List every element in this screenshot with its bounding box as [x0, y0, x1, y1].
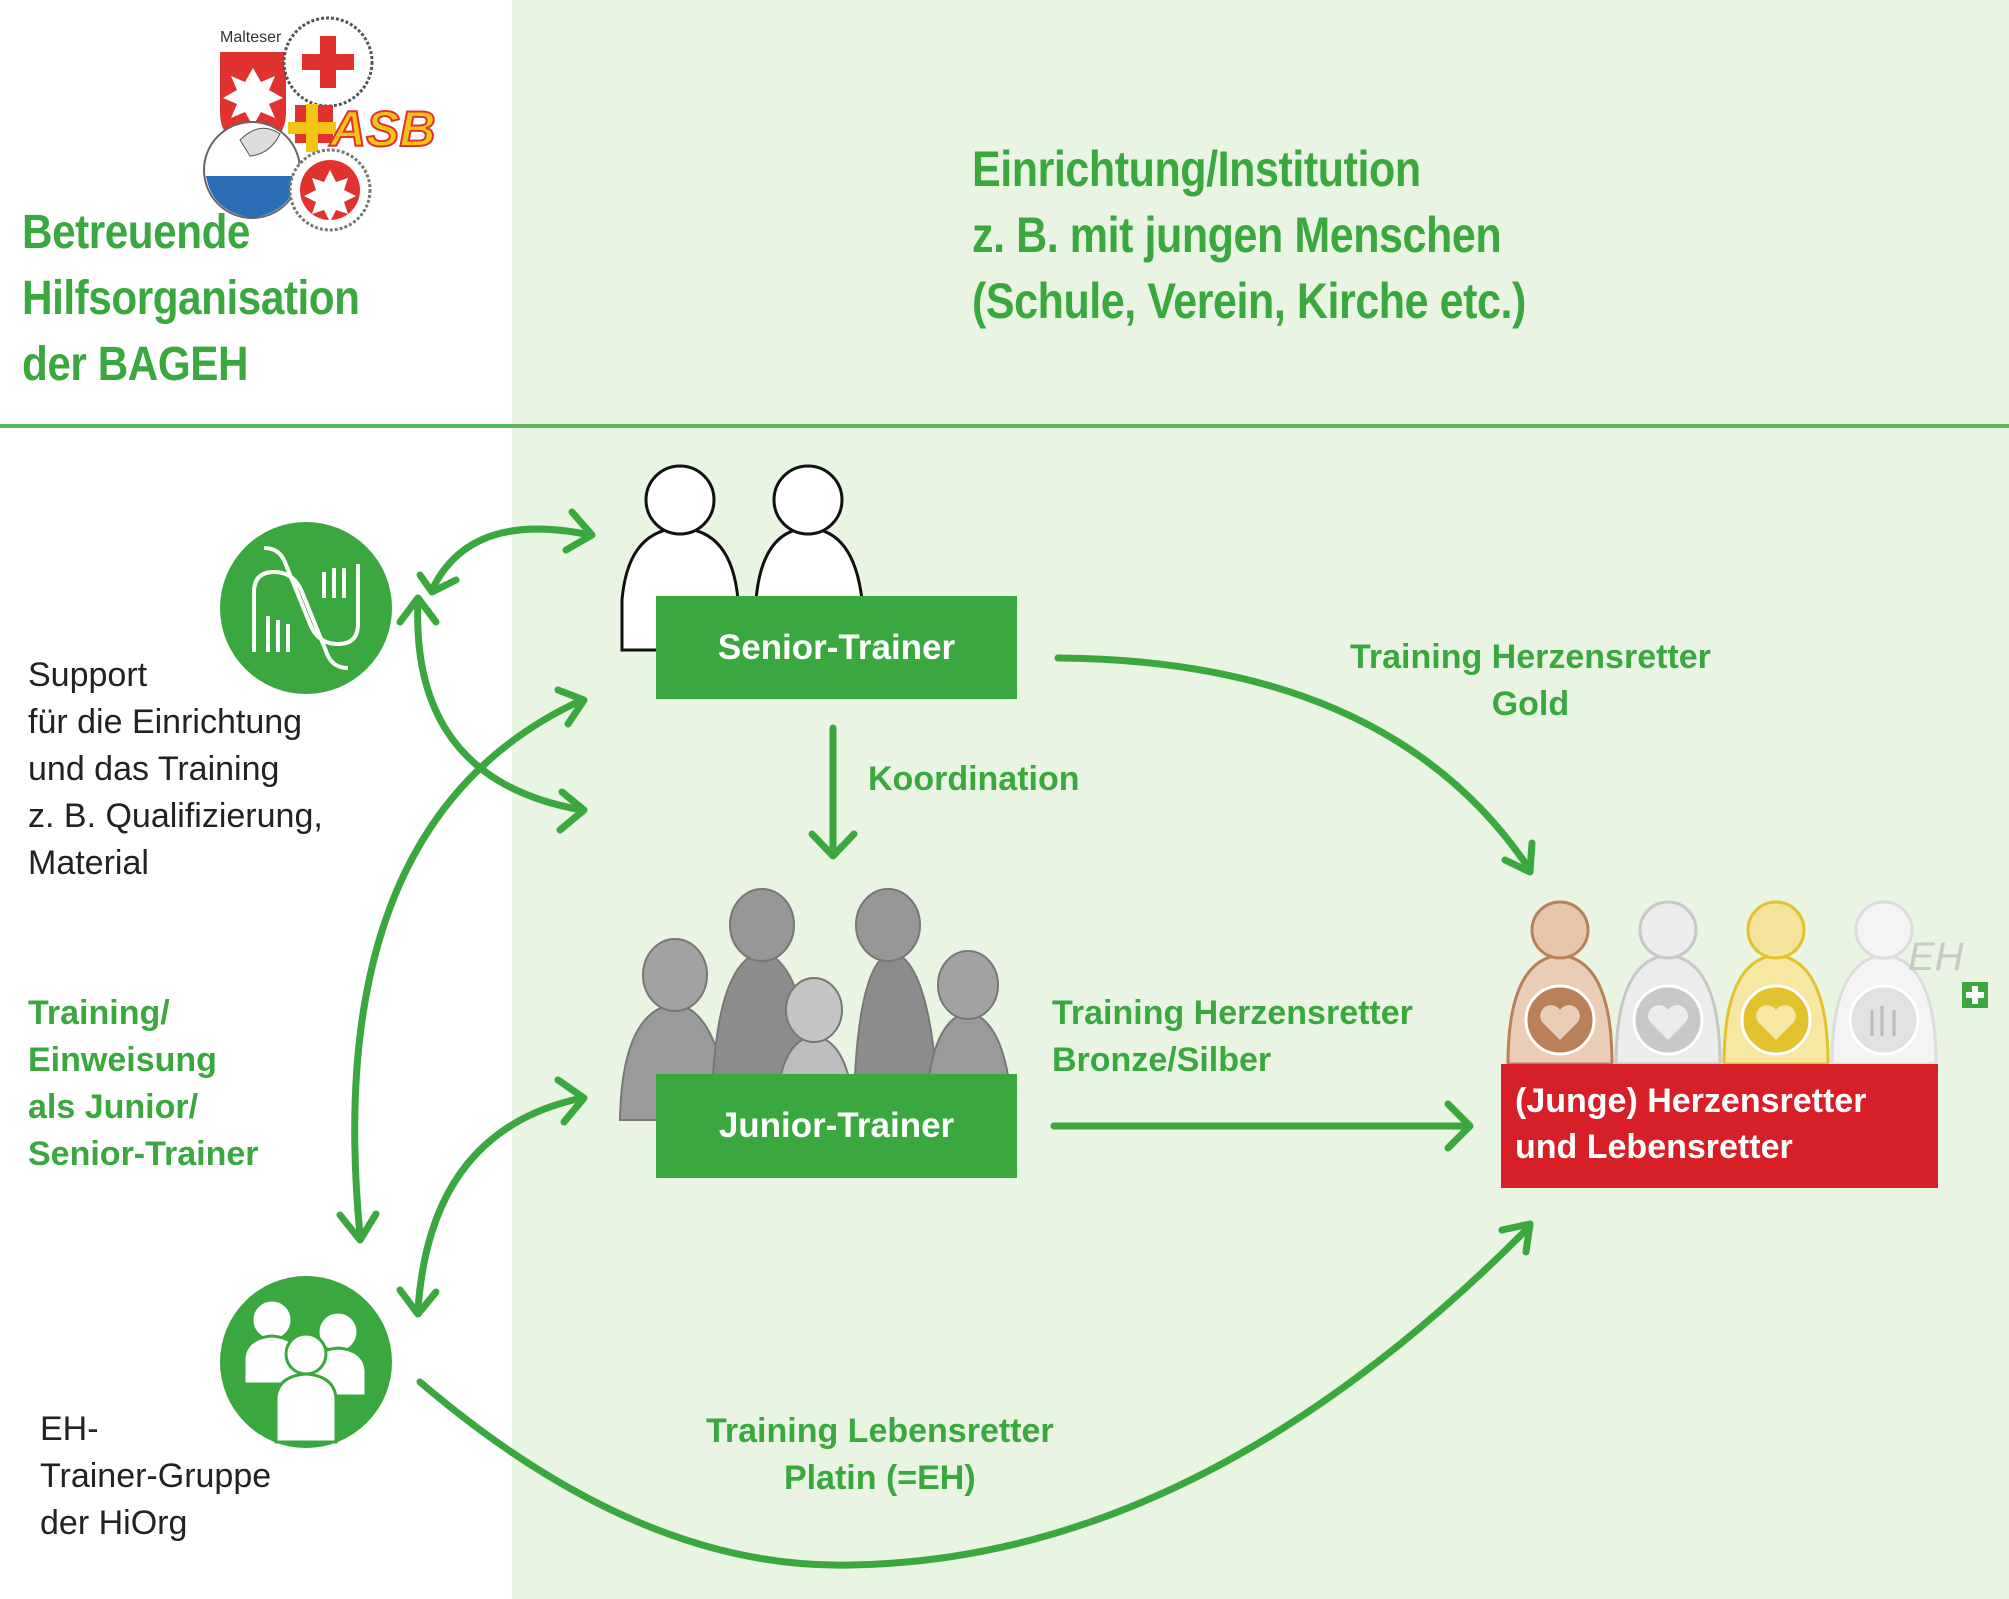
edge-label-line: Gold	[1491, 685, 1570, 723]
edge-label-line: Platin (=EH)	[783, 1459, 976, 1497]
institution-title-line: (Schule, Verein, Kirche etc.)	[972, 273, 1526, 329]
institution-title-line: Einrichtung/Institution	[972, 141, 1421, 197]
arrowhead	[556, 788, 588, 834]
eh-group-line: der HiOrg	[40, 1504, 188, 1542]
person-head-icon	[729, 888, 795, 962]
support-line: für die Einrichtung	[28, 703, 303, 741]
svg-text:ASB: ASB	[328, 101, 436, 157]
arrowhead	[562, 508, 596, 554]
asb-logo: ASB	[288, 100, 437, 158]
arrowhead	[416, 571, 460, 596]
arrowhead	[336, 1210, 380, 1244]
silver-badge-icon	[1614, 900, 1722, 1066]
person-head-icon	[937, 950, 999, 1020]
training-platin-label: Training Lebensretter Platin (=EH)	[706, 1408, 1054, 1502]
arrow-eh-junior	[414, 1094, 586, 1314]
dlrg-logo	[203, 121, 301, 219]
herzensretter-lebensretter-node: (Junge) Herzensretter und Lebensretter	[1501, 1064, 1938, 1188]
arrowhead	[554, 1076, 588, 1126]
eh-mark: EH	[1908, 935, 1964, 979]
malteser-caption: Malteser	[220, 29, 282, 46]
edge-label-line: Training Herzensretter	[1052, 994, 1413, 1032]
person-head-icon	[644, 464, 716, 536]
organization-title-line: der BAGEH	[22, 338, 249, 391]
hilfsorganisation-logos: Malteser ASB	[203, 16, 437, 232]
person-head-icon	[642, 938, 708, 1012]
koordination-text: Koordination	[868, 760, 1080, 798]
arrowhead	[1444, 1100, 1474, 1152]
institution-title: Einrichtung/Institution z. B. mit jungen…	[972, 136, 1526, 334]
arrowhead	[808, 830, 858, 860]
person-head-icon	[772, 464, 844, 536]
support-description: Support für die Einrichtung und das Trai…	[28, 652, 323, 887]
institution-panel	[512, 0, 2009, 1599]
support-line: Material	[28, 844, 149, 882]
senior-trainer-label: Senior-Trainer	[717, 627, 956, 667]
support-line: und das Training	[28, 750, 280, 788]
eh-group-description: EH- Trainer-Gruppe der HiOrg	[40, 1406, 271, 1547]
eh-group-line: Trainer-Gruppe	[40, 1457, 272, 1495]
training-einweisung-label: Training/ Einweisung als Junior/ Senior-…	[28, 990, 259, 1178]
eh-group-line: EH-	[40, 1410, 99, 1448]
helping-hands-icon	[220, 522, 392, 694]
training-label-line: Training/	[28, 994, 170, 1032]
junior-trainer-node: Junior-Trainer	[656, 1074, 1017, 1178]
arrow-gold	[1054, 654, 1534, 874]
senior-trainer-node: Senior-Trainer	[656, 596, 1017, 699]
platin-badge-icon	[1830, 900, 1938, 1066]
johanniter-logo	[288, 148, 372, 232]
group-icon	[220, 1276, 392, 1448]
arrowhead	[554, 686, 588, 728]
junior-trainer-label: Junior-Trainer	[718, 1106, 955, 1145]
organization-title-line: Hilfsorganisation	[22, 272, 360, 325]
person-head-icon	[785, 977, 843, 1043]
arrow-support-senior	[428, 525, 594, 594]
arrowhead	[396, 1286, 440, 1318]
arrowhead	[396, 594, 440, 626]
training-label-line: als Junior/	[28, 1088, 199, 1126]
arrowhead	[1501, 839, 1536, 876]
training-bronze-silber-label: Training Herzensretter Bronze/Silber	[1052, 990, 1413, 1084]
training-gold-label: Training Herzensretter Gold	[1350, 634, 1711, 728]
koordination-label: Koordination	[868, 756, 1080, 803]
organization-title-line: Betreuende	[22, 206, 250, 259]
arrow-support-junior	[414, 596, 586, 814]
support-line: z. B. Qualifizierung,	[28, 797, 323, 835]
arrowhead	[1498, 1220, 1534, 1256]
junior-trainer-figures	[618, 888, 1014, 1121]
person-head-icon	[855, 888, 921, 962]
gold-badge-icon	[1722, 900, 1830, 1066]
edge-label-line: Bronze/Silber	[1052, 1041, 1272, 1079]
arrow-eh-senior	[351, 696, 586, 1239]
support-line: Support	[28, 656, 148, 694]
training-label-line: Einweisung	[28, 1041, 217, 1079]
edge-label-line: Training Lebensretter	[706, 1412, 1054, 1450]
target-label-line: (Junge) Herzensretter	[1515, 1082, 1867, 1120]
institution-title-line: z. B. mit jungen Menschen	[972, 207, 1502, 263]
organization-title: Betreuende Hilfsorganisation der BAGEH	[22, 200, 360, 398]
edge-label-line: Training Herzensretter	[1350, 638, 1711, 676]
training-label-line: Senior-Trainer	[28, 1135, 259, 1173]
arrow-platin	[416, 1222, 1534, 1569]
drk-logo	[282, 16, 374, 108]
badge-figures: EH	[1506, 900, 1988, 1066]
first-aid-icon	[1962, 982, 1988, 1008]
target-label-line: und Lebensretter	[1515, 1128, 1793, 1166]
bronze-badge-icon	[1506, 900, 1614, 1066]
header-divider	[0, 424, 2009, 428]
